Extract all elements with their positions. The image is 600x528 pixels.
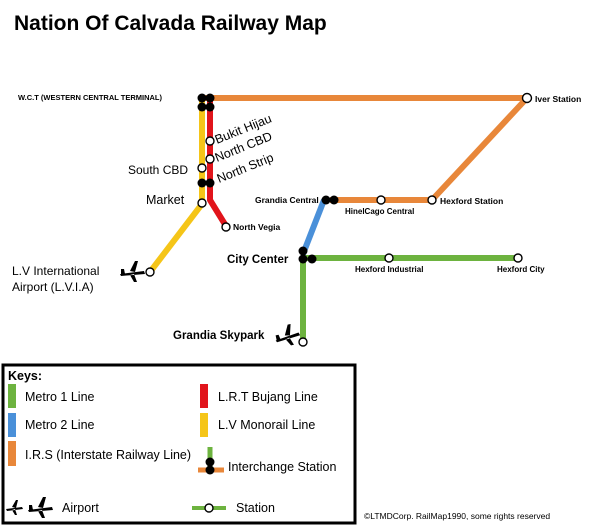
station-marker-bukit-hijau[interactable] [205,136,215,146]
label-lv-airport-2: Airport (L.V.I.A) [12,280,94,294]
legend-metro1: Metro 1 Line [25,390,95,404]
legend-swatch-metro2 [8,413,16,437]
label-city-center: City Center [227,254,289,266]
airplane-icon [28,497,53,518]
station-marker-north-vegia[interactable] [221,222,231,232]
label-south-cbd: South CBD [128,163,188,177]
station-marker-grandia-skypark[interactable] [298,337,308,347]
legend-airport: Airport [62,501,99,515]
legend-monorail: L.V Monorail Line [218,418,315,432]
station-marker-iver[interactable] [521,92,533,104]
label-hexford-industrial: Hexford Industrial [355,265,423,274]
legend-swatch-irs [8,441,16,466]
station-marker-south-cbd[interactable] [197,163,207,173]
label-lv-airport-1: L.V International [12,264,99,278]
legend-metro2: Metro 2 Line [25,418,95,432]
label-market: Market [146,193,185,207]
legend-irs: I.R.S (Interstate Railway Line) [25,448,191,462]
map-title: Nation Of Calvada Railway Map [14,12,327,35]
airplane-icon [6,500,23,515]
label-iver: Iver Station [535,94,581,104]
interchange-north-strip[interactable] [197,178,215,188]
label-grandia-skypark: Grandia Skypark [173,330,265,342]
interchange-key-icon [198,447,224,475]
label-hexford-station: Hexford Station [440,196,503,206]
station-marker-hexford-city[interactable] [513,253,523,263]
legend-swatch-lrt [200,384,208,408]
metro2-line [300,198,327,256]
legend-swatch-metro1 [8,384,16,408]
legend-lrt: L.R.T Bujang Line [218,390,318,404]
label-wct: W.C.T (WESTERN CENTRAL TERMINAL) [18,93,163,102]
label-grandia-central: Grandia Central [255,195,319,205]
station-marker-north-cbd[interactable] [205,154,215,164]
legend-title: Keys: [8,369,42,383]
station-marker-market[interactable] [197,198,207,208]
legend-station: Station [236,501,275,515]
copyright-text: ©LTMDCorp. RailMap1990, some rights rese… [364,511,550,521]
lrt-line [207,98,229,228]
station-marker-hexford-station[interactable] [427,195,437,205]
interchange-city-center[interactable] [298,246,317,264]
airplane-icon [275,323,301,346]
label-north-vegia: North Vegia [233,222,281,232]
interchange-grandia-central[interactable] [321,195,339,205]
station-marker-hexford-industrial[interactable] [384,253,394,263]
label-hexford-city: Hexford City [497,265,545,274]
station-key-icon [192,503,226,513]
station-marker-lv-airport[interactable] [145,267,155,277]
station-marker-hinelcago[interactable] [376,195,386,205]
label-hinelcago-central: HinelCago Central [345,207,414,216]
legend: Keys: Metro 1 Line Metro 2 Line I.R.S (I… [1,363,357,525]
interchange-wct[interactable] [197,93,215,112]
legend-interchange: Interchange Station [228,460,336,474]
monorail-line [147,98,205,274]
airplane-icon [120,261,145,282]
legend-swatch-monorail [200,413,208,437]
